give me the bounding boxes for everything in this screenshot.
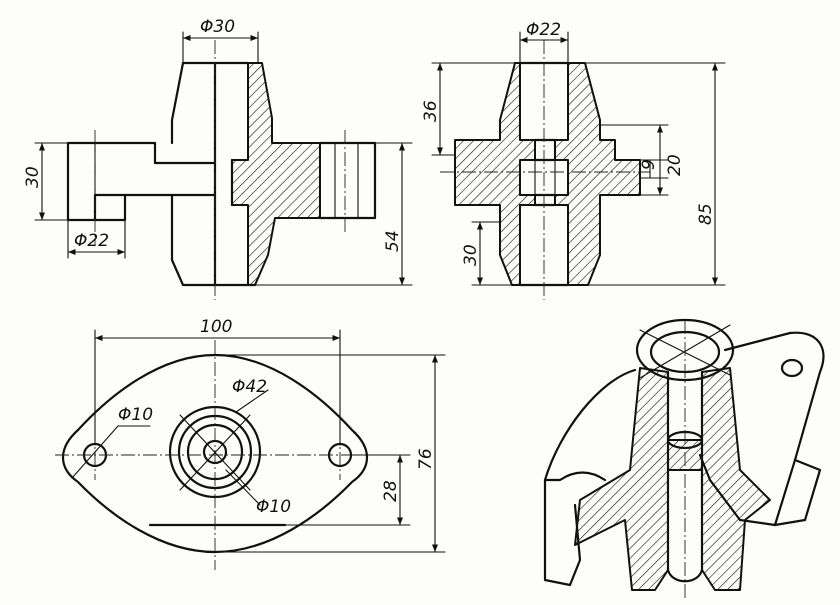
dim-side-top-height: 36 (421, 100, 441, 122)
dim-side-top-dia: Φ22 (526, 20, 561, 40)
side-view (440, 40, 650, 300)
dim-front-bottom-dia: Φ22 (74, 231, 109, 251)
front-view (66, 40, 377, 300)
dim-top-boss-dia: Φ42 (232, 377, 267, 397)
dim-top-length: 100 (200, 317, 232, 337)
dim-top-hole-dia: Φ10 (118, 405, 153, 425)
dim-side-total-height: 85 (696, 203, 716, 225)
top-view (55, 340, 380, 570)
dim-top-inner-dia: Φ10 (256, 497, 291, 517)
dim-top-width: 76 (416, 448, 436, 470)
dim-side-bottom-height: 30 (461, 244, 481, 266)
dim-front-height-left: 30 (23, 166, 43, 188)
top-view-dimensions: 100 Φ10 Φ42 Φ10 28 76 (71, 317, 446, 553)
side-view-dimensions: Φ22 36 30 9 20 85 (421, 20, 726, 286)
dim-top-half-width: 28 (381, 480, 401, 502)
dim-side-flange-thk: 9 (639, 159, 659, 170)
dim-side-flange-h: 20 (665, 154, 685, 176)
dim-front-height-right: 54 (383, 230, 403, 252)
dim-front-top-dia: Φ30 (200, 17, 235, 37)
isometric-view (543, 318, 825, 600)
front-view-dimensions: Φ30 30 Φ22 54 (23, 17, 413, 286)
